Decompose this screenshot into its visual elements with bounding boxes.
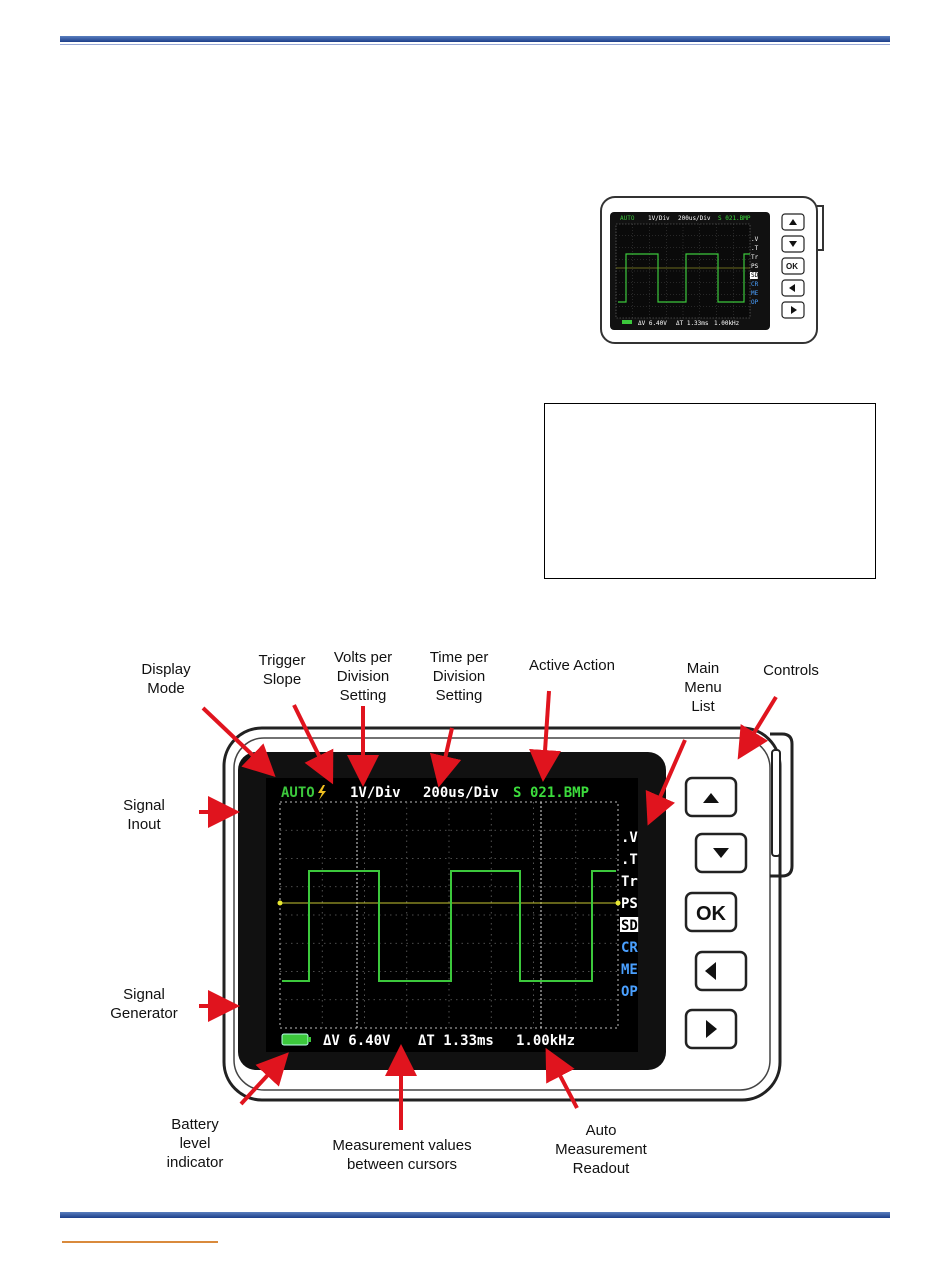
- ok-button-label: OK: [696, 903, 727, 925]
- battery-icon: [281, 1033, 309, 1046]
- menu-item-v: .V: [621, 830, 638, 846]
- active-action-prefix: S: [513, 785, 521, 801]
- menu-item-cr: CR: [751, 281, 759, 288]
- display-mode-value: AUTO: [281, 785, 315, 801]
- active-action-file: 021.BMP: [530, 785, 589, 801]
- menu-item-cr: CR: [621, 940, 638, 956]
- menu-item-v: .V: [751, 236, 759, 243]
- control-buttons: [684, 776, 748, 1050]
- thumb-time: 200us/Div: [678, 215, 711, 222]
- menu-item-ps: PS: [751, 263, 759, 270]
- volts-per-div-value: 1V/Div: [350, 785, 401, 801]
- device-thumbnail: AUTO 1V/Div 200us/Div S 021.BMP .V .T TrPS…: [600, 196, 824, 344]
- menu-item-tr: Tr: [621, 874, 638, 890]
- thumb-delta-v: ΔV 6.40V: [638, 320, 667, 327]
- thumb-mode: AUTO: [620, 215, 635, 222]
- menu-item-ps: PS: [621, 896, 638, 912]
- triangle-up-icon: [703, 793, 719, 803]
- thumb-frequency: 1.00kHz: [714, 320, 740, 327]
- triangle-right-icon: [706, 1020, 717, 1038]
- menu-item-t: .T: [621, 852, 638, 868]
- menu-item-me: ME: [751, 290, 759, 297]
- menu-item-highlight: [620, 917, 639, 932]
- footer-accent-line: [62, 1241, 218, 1243]
- delta-t-readout: ΔT 1.33ms: [418, 1033, 494, 1049]
- label-controls: Controls: [763, 662, 819, 679]
- menu-item-t: .T: [751, 245, 759, 252]
- lightning-icon: [318, 785, 326, 800]
- triangle-down-icon: [713, 848, 729, 858]
- header-rule: [60, 36, 890, 45]
- triangle-left-icon: [705, 962, 716, 980]
- thumb-delta-t: ΔT 1.33ms: [676, 320, 709, 327]
- label-active-action: Active Action: [529, 657, 615, 674]
- ok-button[interactable]: [684, 891, 738, 933]
- menu-item-sd: SD: [621, 918, 638, 934]
- delta-v-readout: ΔV 6.40V: [323, 1033, 391, 1049]
- time-per-div-value: 200us/Div: [423, 785, 499, 801]
- menu-item-sd: SD: [751, 272, 759, 279]
- menu-item-op: OP: [751, 299, 759, 306]
- menu-item-me: ME: [621, 962, 638, 978]
- menu-item-tr: Tr: [751, 254, 759, 261]
- left-button[interactable]: [694, 950, 748, 992]
- frequency-readout: 1.00kHz: [516, 1033, 575, 1049]
- menu-item-op: OP: [621, 984, 638, 1000]
- menu-item-highlight: [750, 272, 758, 279]
- thumb-action: S 021.BMP: [718, 215, 751, 222]
- thumb-volts: 1V/Div: [648, 215, 670, 222]
- info-box: [544, 403, 876, 579]
- footer-rule: [60, 1212, 890, 1218]
- thumb-ok-label: OK: [786, 262, 798, 271]
